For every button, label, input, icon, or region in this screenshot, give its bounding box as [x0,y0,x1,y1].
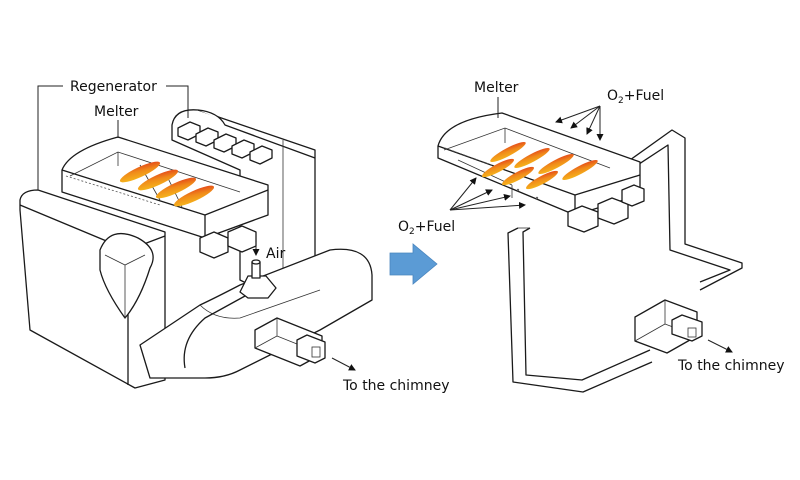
right-flames [481,141,598,190]
flame [514,147,550,169]
flue-duct [507,129,743,393]
regenerator-left [19,189,166,389]
chimney-label-left: To the chimney [342,378,449,394]
flame [173,185,215,207]
melter-label-left: Melter [94,104,139,120]
regenerator-label: Regenerator [70,79,157,95]
oxy-fuel-furnace: Melter O2+Fuel O2+Fuel To the chimney [398,80,784,393]
melter-left [61,136,269,259]
flame [481,158,515,178]
flame [137,169,179,191]
o2-fuel-label-top: O2+Fuel [607,88,664,106]
o2-fuel-arrows-top [555,105,604,141]
o2-fuel-arrows-bottom [449,177,526,211]
flame [501,166,535,186]
air-label: Air [266,246,285,262]
flame [525,170,559,190]
flame [119,161,161,183]
regenerator-ports [177,121,273,165]
o2-fuel-label-bottom: O2+Fuel [398,219,455,237]
flame [490,141,526,163]
flame [155,177,197,199]
regenerative-furnace: Regenerator Melter Air To the chimney [19,79,449,394]
chimney-label-right: To the chimney [677,358,784,374]
melter-right [437,112,645,233]
flame [538,153,574,175]
air-duct [139,242,373,379]
flame [562,159,598,181]
left-flames [119,161,215,207]
right-arrow-icon [389,243,438,285]
melter-label-right: Melter [474,80,519,96]
